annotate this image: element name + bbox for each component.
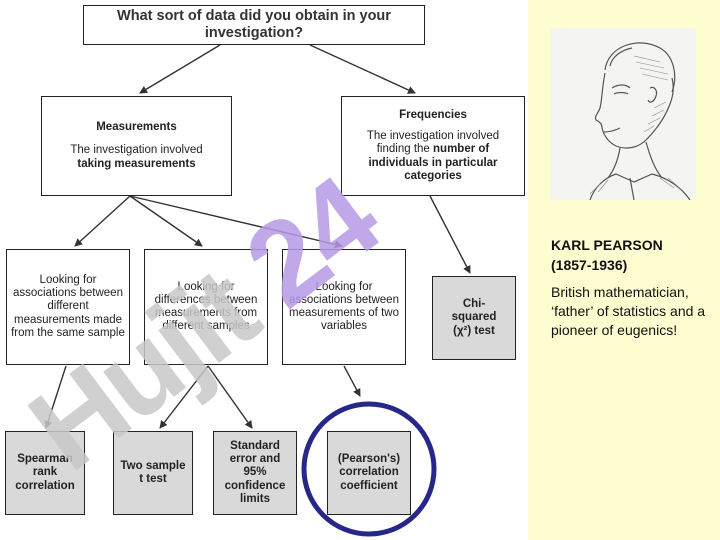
- arrow-differences-to-standard-error: [207, 365, 253, 429]
- person-name-text: KARL PEARSON: [551, 237, 663, 253]
- arrow-measurements-to-two-variables: [129, 195, 343, 249]
- arrow-title-to-frequencies: [309, 44, 416, 94]
- pearson-correlation-box: (Pearson's) correlation coefficient: [327, 431, 411, 515]
- portrait-sketch-icon: [550, 28, 696, 201]
- question-text: What sort of data did you obtain in your…: [117, 7, 391, 41]
- arrow-frequencies-to-chi: [429, 195, 471, 274]
- spearman-box: Spearman rank correlation: [5, 431, 85, 515]
- arrow-measurements-to-differences: [129, 195, 203, 247]
- question-box: What sort of data did you obtain in your…: [83, 5, 425, 45]
- person-description: British mathematician, ‘father’ of stati…: [551, 284, 706, 339]
- associations-same-sample-box: Looking for associations between differe…: [6, 249, 130, 365]
- differences-box: Looking for differences between measurem…: [144, 249, 268, 365]
- two-variables-box: Looking for associations between measure…: [282, 249, 406, 365]
- two-sample-t-test-box: Two sample t test: [113, 431, 193, 515]
- arrow-two-variables-to-pearson: [343, 365, 361, 397]
- arrow-measurements-to-associations: [74, 195, 131, 247]
- arrow-differences-to-ttest: [159, 365, 209, 429]
- frequencies-heading: Frequencies: [399, 108, 467, 121]
- frequencies-text: The investigation involved finding the n…: [366, 130, 500, 182]
- measurements-heading: Measurements: [96, 121, 177, 134]
- standard-error-box: Standard error and 95% confidence limits: [213, 431, 297, 515]
- person-name: KARL PEARSON (1857-1936): [551, 235, 711, 276]
- arrow-title-to-measurements: [139, 44, 221, 94]
- karl-pearson-portrait: [550, 28, 696, 201]
- person-years: (1857-1936): [551, 257, 628, 274]
- chi-squared-box: Chi-squared (χ²) test: [432, 276, 516, 360]
- frequencies-box: Frequencies The investigation involved f…: [341, 96, 525, 196]
- arrow-associations-to-spearman: [44, 365, 67, 429]
